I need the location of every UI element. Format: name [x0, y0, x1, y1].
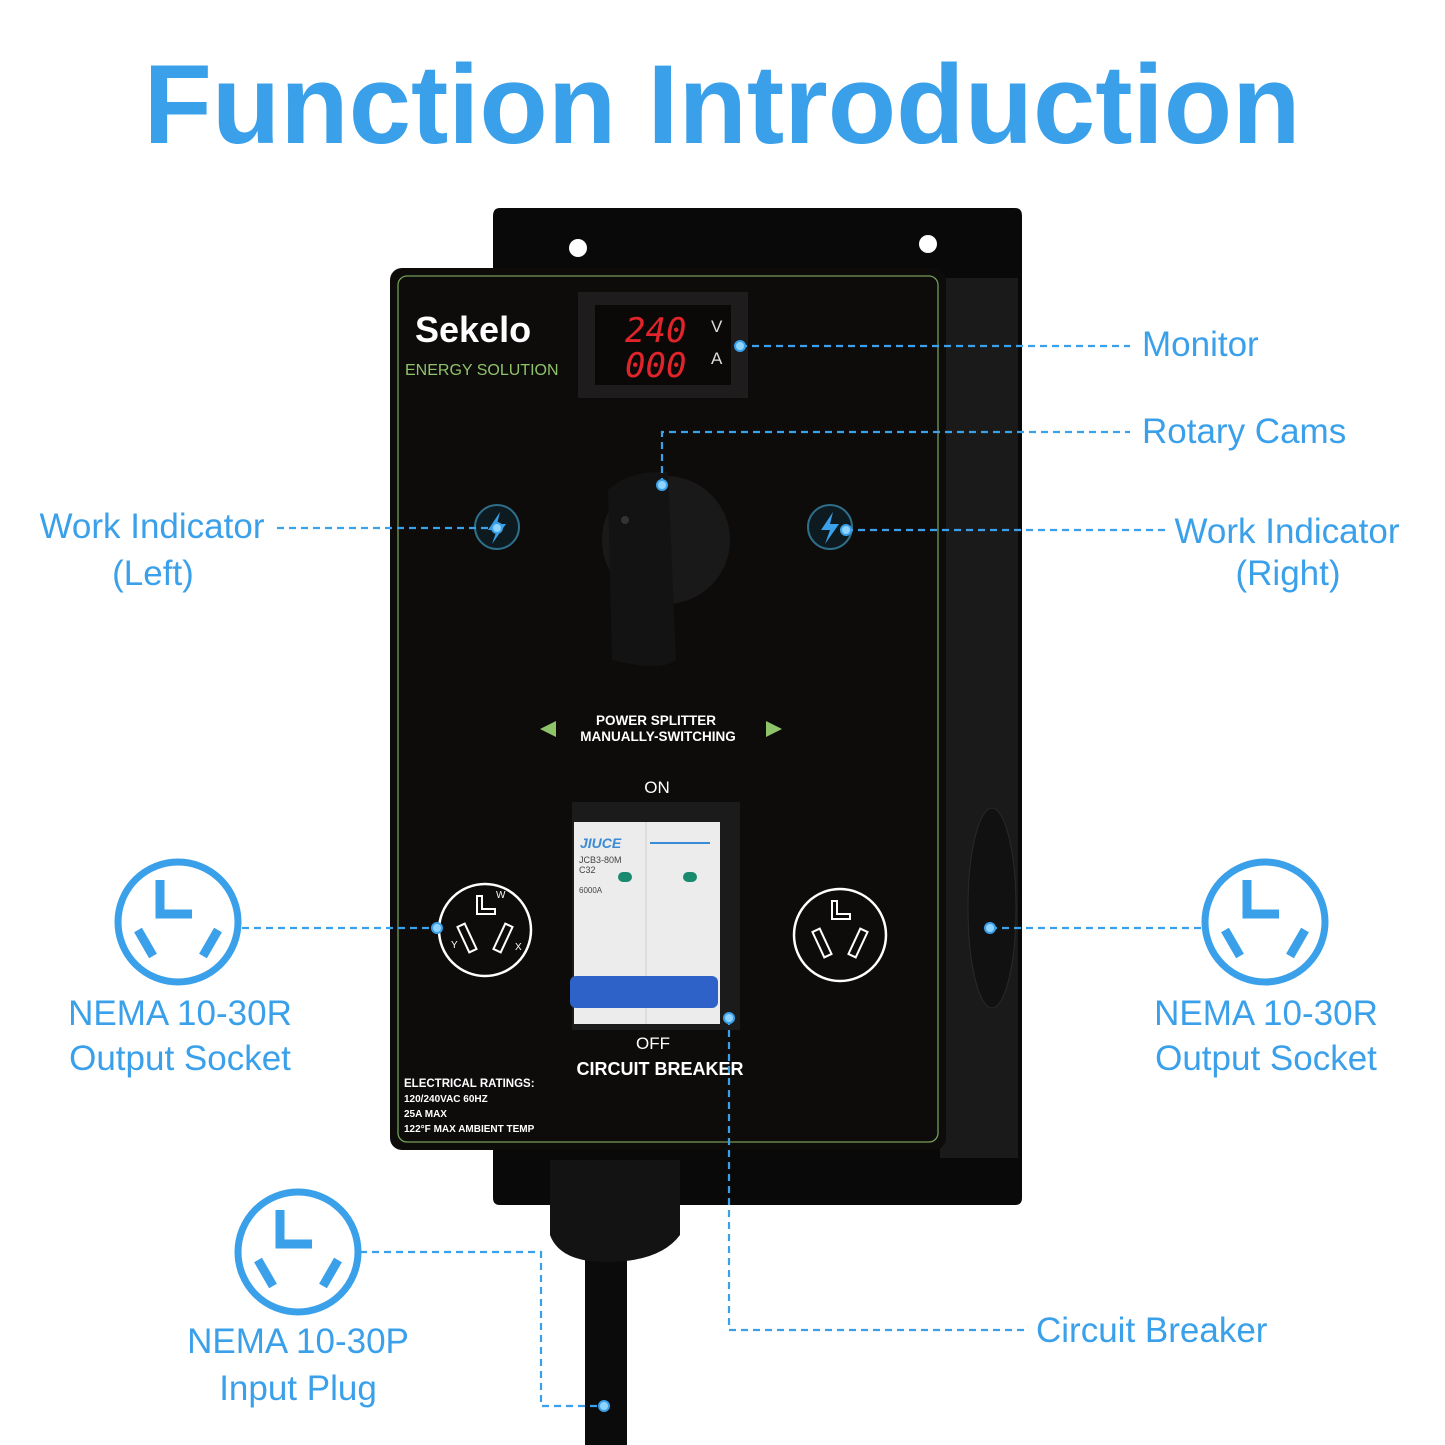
voltage-unit: V: [711, 317, 723, 336]
callout-circuit-breaker: Circuit Breaker: [1036, 1311, 1268, 1350]
callout-work-right-sub: (Right): [1235, 554, 1340, 593]
breaker-rating: C32: [579, 865, 596, 875]
cable-gland: [550, 1160, 680, 1262]
page-title: Function Introduction: [143, 42, 1300, 167]
voltage-readout: 240: [625, 311, 686, 351]
breaker-panel-label: CIRCUIT BREAKER: [576, 1059, 743, 1079]
breaker-handle[interactable]: [570, 976, 718, 1008]
ratings-line: 122°F MAX AMBIENT TEMP: [404, 1124, 535, 1135]
nema-plug-icon: [238, 1192, 358, 1312]
breaker-capacity: 6000A: [579, 886, 603, 895]
arrow-right-icon: [766, 721, 782, 737]
callout-output-right: NEMA 10-30R: [1154, 994, 1378, 1033]
ratings-line: 120/240VAC 60HZ: [404, 1094, 488, 1105]
nema-socket-icon: [1205, 862, 1325, 982]
switch-label-1: POWER SPLITTER: [596, 713, 716, 728]
arrow-left-icon: [540, 721, 556, 737]
callout-output-right-sub: Output Socket: [1155, 1039, 1377, 1078]
callout-monitor: Monitor: [1142, 325, 1259, 364]
circuit-breaker[interactable]: JIUCE JCB3-80M C32 6000A: [570, 802, 740, 1030]
callout-work-right: Work Indicator: [1175, 512, 1400, 551]
callout-work-left-sub: (Left): [112, 554, 194, 593]
callout-output-left-sub: Output Socket: [69, 1039, 291, 1078]
breaker-brand: JIUCE: [580, 835, 622, 851]
callout-output-left: NEMA 10-30R: [68, 994, 292, 1033]
lightning-icon: [821, 512, 839, 544]
side-socket: [967, 807, 1017, 1009]
power-cable: [585, 1230, 627, 1445]
callout-work-left: Work Indicator: [40, 507, 265, 546]
off-label: OFF: [636, 1034, 670, 1053]
nema-socket-icon: [118, 862, 238, 982]
rotary-cam-switch[interactable]: [602, 471, 730, 666]
socket-letter-x: X: [515, 942, 522, 953]
monitor-screen: [595, 305, 731, 385]
callout-rotary-cams: Rotary Cams: [1142, 412, 1346, 451]
current-unit: A: [711, 349, 723, 368]
callout-input-sub: Input Plug: [219, 1369, 377, 1408]
on-label: ON: [644, 778, 670, 797]
breaker-model: JCB3-80M: [579, 855, 622, 865]
socket-letter-w: W: [496, 890, 506, 901]
enclosure-side: [940, 278, 1018, 1158]
panel-border: [397, 275, 939, 1143]
front-panel: [390, 268, 946, 1150]
callout-input: NEMA 10-30P: [187, 1322, 409, 1361]
socket-letter-y: Y: [451, 940, 458, 951]
callout-dots: [431, 340, 996, 1412]
ratings-line: 25A MAX: [404, 1109, 447, 1120]
brand-logo: Sekelo: [415, 309, 531, 350]
brand-tagline: ENERGY SOLUTION: [405, 362, 559, 379]
mounting-hole: [919, 235, 937, 253]
callout-lines: [242, 344, 1203, 1408]
mounting-hole: [569, 239, 587, 257]
ratings-line: ELECTRICAL RATINGS:: [404, 1078, 535, 1090]
switch-label-2: MANUALLY-SWITCHING: [580, 729, 736, 744]
current-readout: 000: [625, 346, 686, 386]
